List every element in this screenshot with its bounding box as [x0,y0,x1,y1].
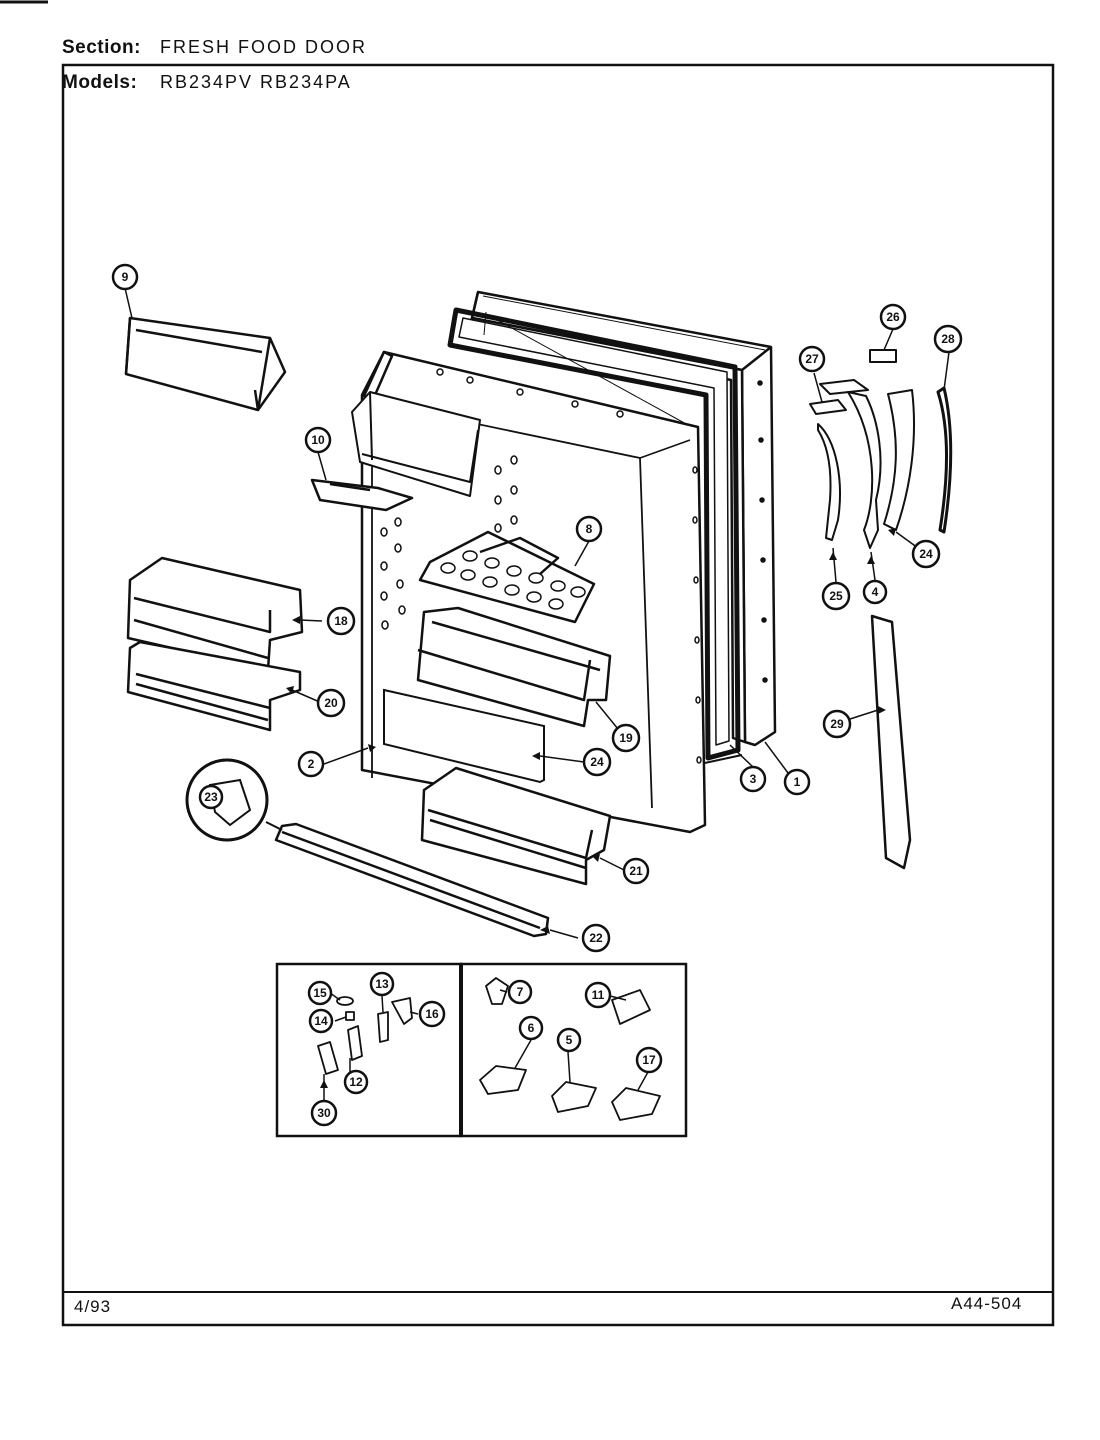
svg-text:20: 20 [324,696,338,710]
callout-19: 19 [611,723,641,753]
liner-holes [380,368,702,764]
callout-8: 8 [575,515,603,543]
svg-text:27: 27 [805,352,819,366]
svg-text:9: 9 [122,270,129,284]
callout-11: 11 [584,981,612,1009]
callout-7: 7 [507,979,533,1005]
callout-12: 12 [343,1069,369,1095]
callout-2: 2 [297,750,325,778]
liner-trim-strip [383,688,545,784]
callout-14: 14 [308,1008,334,1034]
callout-3: 3 [739,765,767,793]
callout-22: 22 [581,923,611,953]
callout-4: 4 [862,579,888,605]
models-label: Models: [62,72,138,93]
svg-text:6: 6 [528,1021,535,1035]
svg-text:11: 11 [592,988,605,1002]
svg-text:30: 30 [317,1106,331,1120]
svg-text:8: 8 [586,522,593,536]
svg-text:16: 16 [425,1007,439,1021]
svg-text:4: 4 [872,585,879,599]
callout-13: 13 [369,971,395,997]
butter-door [310,478,414,512]
svg-text:22: 22 [589,931,603,945]
callout-26: 26 [879,303,907,331]
callout-15: 15 [307,980,333,1006]
svg-text:3: 3 [750,772,757,786]
hinge-assembly [809,349,953,549]
svg-text:1: 1 [794,775,801,789]
svg-text:13: 13 [375,977,389,991]
svg-text:21: 21 [629,864,643,878]
drawing-number: A44-504 [951,1294,1023,1313]
callout-9: 9 [111,263,139,291]
svg-text:18: 18 [334,614,348,628]
callout-28: 28 [933,324,963,354]
callout-20: 20 [316,688,346,718]
callout-18: 18 [326,606,356,636]
models-value: RB234PV RB234PA [160,72,352,92]
callout-29: 29 [822,709,852,739]
callout-10: 10 [304,426,332,454]
callout-24b: 24 [911,539,941,569]
callout-24a: 24 [582,747,612,777]
dairy-door [124,316,287,412]
callout-30: 30 [310,1099,338,1127]
footer-date: 4/93 [74,1297,112,1316]
svg-text:7: 7 [517,985,524,999]
arrowheads [286,528,896,1088]
svg-text:14: 14 [314,1014,328,1028]
svg-text:29: 29 [830,717,844,731]
callout-6: 6 [518,1015,544,1041]
door-shelf [416,606,612,728]
svg-text:17: 17 [642,1053,656,1067]
callout-1: 1 [783,768,811,796]
hardware-parts [317,977,661,1121]
svg-text:23: 23 [204,790,218,804]
callout-23: 23 [198,784,224,810]
door-bin-lower [126,640,302,732]
callout-27: 27 [798,345,826,373]
svg-text:28: 28 [941,332,955,346]
svg-text:15: 15 [313,986,327,1000]
svg-text:12: 12 [349,1075,363,1089]
callout-17: 17 [635,1046,663,1074]
callouts: 9 10 8 18 20 19 2 24 23 22 21 3 1 27 26 … [111,263,963,1127]
svg-text:24: 24 [590,755,604,769]
door-handle-trim [870,614,912,870]
svg-text:19: 19 [619,731,633,745]
upper-liner-shelf [351,391,481,497]
callout-25: 25 [821,581,851,611]
svg-text:10: 10 [311,433,325,447]
section-label: Section: [62,37,141,58]
leader-lines [124,287,950,1100]
page-frame [0,0,1055,1327]
svg-text:25: 25 [829,589,843,603]
callout-16: 16 [418,1000,446,1028]
callout-21: 21 [622,857,650,885]
svg-text:5: 5 [566,1033,573,1047]
door-gasket [447,307,743,765]
door-trim-bar [274,822,550,938]
egg-cups [440,550,586,610]
svg-text:2: 2 [308,757,315,771]
svg-text:24: 24 [919,547,933,561]
callout-5: 5 [556,1027,582,1053]
hardware-boxes [275,962,688,1138]
door-bin-bottom [420,766,612,886]
section-value: FRESH FOOD DOOR [160,37,368,57]
svg-text:26: 26 [886,310,900,324]
